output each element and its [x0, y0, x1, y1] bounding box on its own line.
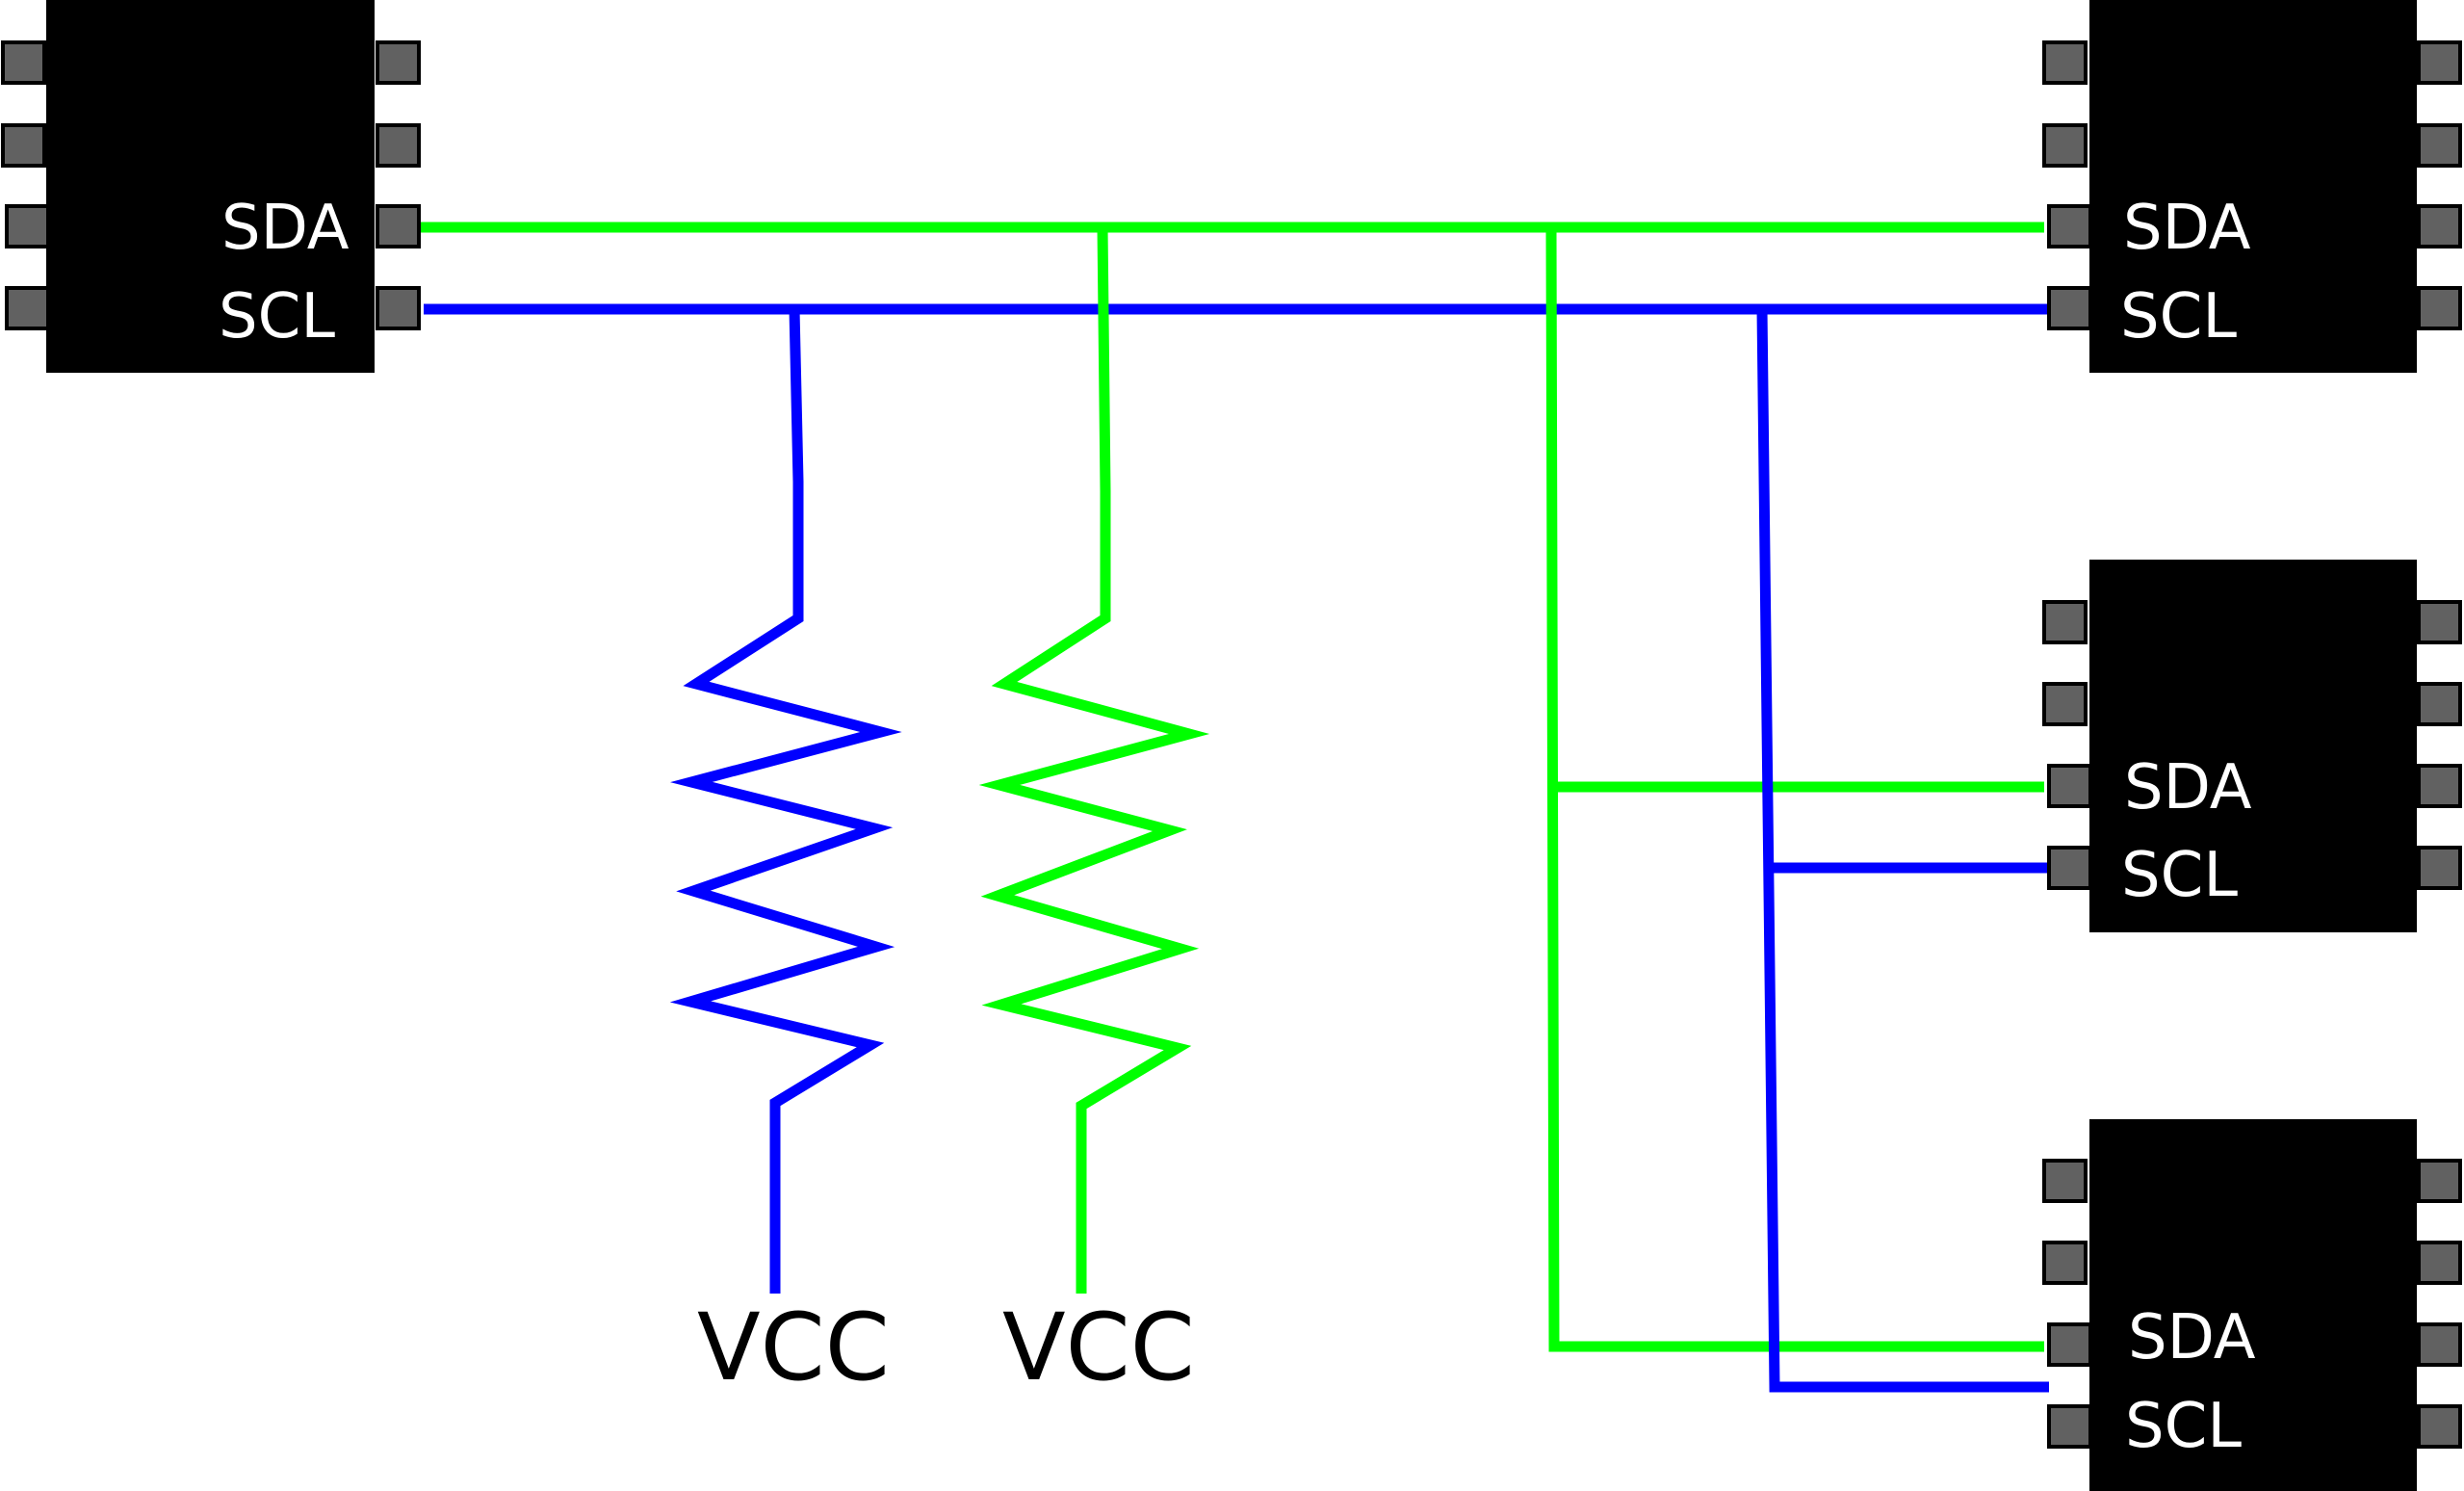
chip-4-pin-r1: [2417, 1159, 2462, 1203]
chip-1-body: [46, 0, 375, 373]
chip-2-pin-r1: [2417, 40, 2462, 85]
chip-3-pin-sda: [2047, 764, 2092, 808]
chip-3: SDA SCL: [2042, 560, 2462, 932]
chip-1-pin-r1: [376, 40, 421, 85]
chip-1-pin-l3: [5, 204, 50, 248]
chip-2-pin-r3: [2417, 204, 2462, 248]
chip-4-pin-scl: [2047, 1404, 2092, 1449]
chip-1-sda-label: SDA: [221, 193, 350, 264]
chip-1-pin-r2: [376, 123, 421, 168]
chip-1-pin-scl: [376, 286, 421, 330]
sda-trunk-wire: [1545, 226, 2044, 1352]
chip-4-pin-r2: [2417, 1241, 2462, 1285]
chip-3-pin-r1: [2417, 600, 2462, 644]
chip-2-pin-r4: [2417, 286, 2462, 330]
chip-4-pin-l1: [2042, 1159, 2088, 1203]
chip-3-scl-label: SCL: [2121, 840, 2238, 911]
chip-3-body: [2089, 560, 2417, 932]
chip-4-pin-l2: [2042, 1241, 2088, 1285]
chip-2-pin-scl: [2047, 286, 2092, 330]
chip-4-pin-r3: [2417, 1322, 2462, 1367]
chip-2-scl-label: SCL: [2120, 281, 2237, 353]
chip-1-pin-sda: [376, 204, 421, 248]
chip-3-pin-l2: [2042, 682, 2088, 726]
chip-3-pin-r4: [2417, 846, 2462, 890]
chip-3-pin-scl: [2047, 846, 2092, 890]
chip-3-pin-r3: [2417, 764, 2462, 808]
chip-2-pin-l1: [2042, 40, 2088, 85]
chip-2-pin-r2: [2417, 123, 2462, 168]
chip-2-sda-label: SDA: [2123, 193, 2251, 264]
chip-1: SDA SCL: [1, 0, 421, 373]
chip-4-pin-r4: [2417, 1404, 2462, 1449]
chip-1-scl-label: SCL: [219, 281, 335, 353]
scl-pullup-resistor: [669, 308, 902, 1294]
chip-2-pin-sda: [2047, 204, 2092, 248]
chip-3-pin-r2: [2417, 682, 2462, 726]
chip-1-pin-l2: [1, 123, 46, 168]
chip-2-pin-l2: [2042, 123, 2088, 168]
scl-trunk-wire: [1756, 308, 2049, 1393]
chip-4: SDA SCL: [2042, 1119, 2462, 1491]
chip-2: SDA SCL: [2042, 0, 2462, 373]
chip-1-pin-l1: [1, 40, 46, 85]
chip-1-pin-l4: [5, 286, 50, 330]
chip-3-pin-l1: [2042, 600, 2088, 644]
sda-pullup-resistor: [978, 226, 1210, 1294]
chip-3-sda-label: SDA: [2124, 752, 2252, 824]
chip-4-scl-label: SCL: [2125, 1391, 2242, 1462]
chip-4-body: [2089, 1119, 2417, 1491]
scl-pullup-vcc-label: VCC: [697, 1294, 890, 1401]
sda-pullup-vcc-label: VCC: [1002, 1294, 1195, 1401]
chip-4-pin-sda: [2047, 1322, 2092, 1367]
chip-2-body: [2089, 0, 2417, 373]
chip-4-sda-label: SDA: [2128, 1302, 2256, 1373]
